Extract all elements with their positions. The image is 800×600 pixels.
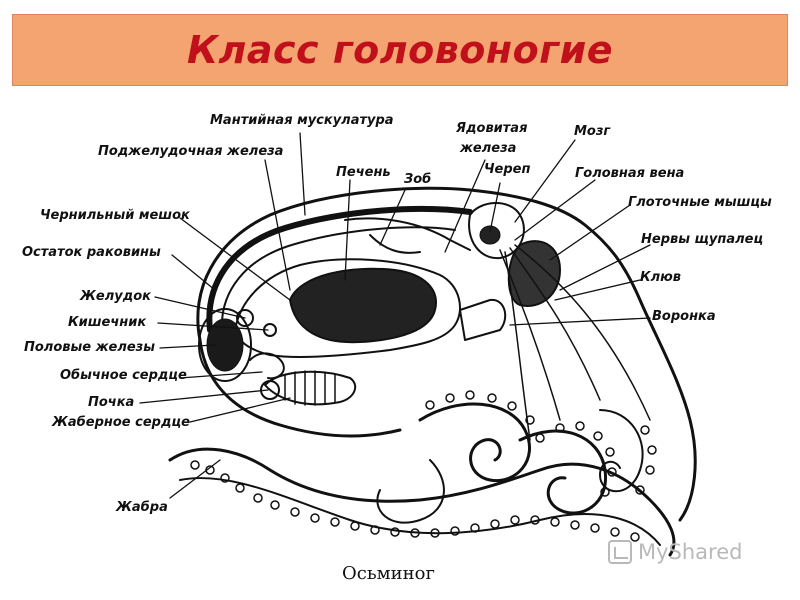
- label-brain: Мозг: [574, 124, 611, 139]
- label-skull: Череп: [484, 162, 531, 177]
- label-mantle-muscle: Мантийная мускулатура: [210, 113, 394, 128]
- label-crop: Зоб: [404, 172, 432, 187]
- label-shell-remnant: Остаток раковины: [22, 245, 161, 260]
- label-liver: Печень: [336, 165, 391, 180]
- mantle-outline: [196, 186, 697, 522]
- presentation-icon: [608, 540, 632, 564]
- label-stomach: Желудок: [80, 289, 151, 304]
- watermark-text: MyShared: [638, 540, 743, 564]
- skull-brain: [468, 202, 525, 260]
- label-tentacle-nerves: Нервы щупалец: [641, 232, 764, 247]
- label-funnel: Воронка: [652, 309, 716, 324]
- label-beak: Клюв: [640, 270, 682, 285]
- label-head-vein: Головная вена: [575, 166, 685, 181]
- page-title: Класс головоногие: [187, 28, 613, 72]
- label-pancreas: Поджелудочная железа: [98, 144, 284, 159]
- label-gill: Жабра: [116, 500, 168, 515]
- watermark: MyShared: [608, 540, 742, 564]
- suckers: [190, 390, 657, 542]
- leader-lines: [139, 132, 651, 499]
- label-heart: Обычное сердце: [60, 368, 187, 383]
- liver-mass: [289, 267, 437, 344]
- label-pharynx-muscles: Глоточные мышцы: [628, 195, 772, 210]
- label-venom-gland-1: Ядовитая: [456, 121, 528, 136]
- tentacle-arms: [168, 447, 676, 557]
- label-gonads: Половые железы: [24, 340, 155, 355]
- label-intestine: Кишечник: [68, 315, 147, 330]
- title-bar: Класс головоногие: [12, 14, 788, 86]
- label-gill-heart: Жаберное сердце: [52, 415, 190, 430]
- funnel: [459, 298, 507, 341]
- figure-caption: Осьминог: [342, 563, 435, 584]
- label-venom-gland-2: железа: [460, 141, 517, 156]
- label-kidney: Почка: [88, 395, 135, 410]
- label-ink-sac: Чернильный мешок: [40, 208, 190, 223]
